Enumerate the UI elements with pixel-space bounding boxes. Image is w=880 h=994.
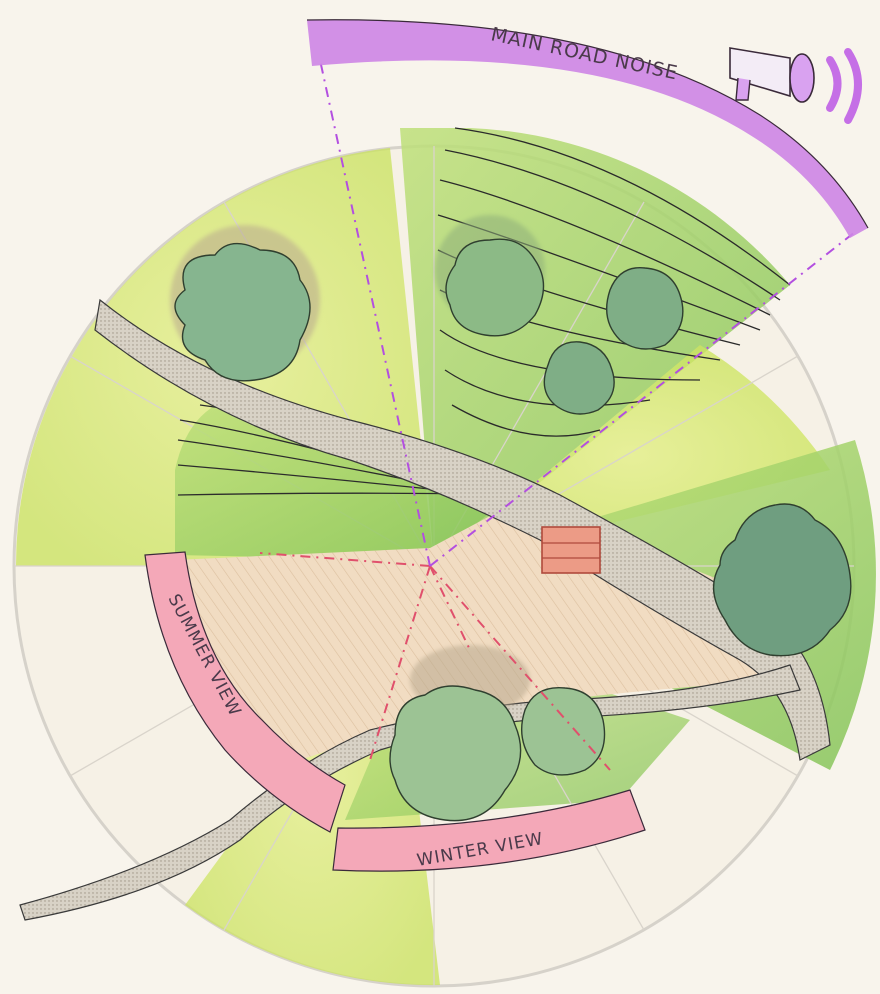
building-footprint (542, 527, 600, 573)
tree-south-2 (522, 688, 605, 775)
tree-north-3 (544, 342, 614, 414)
tree-north-2 (607, 268, 683, 349)
